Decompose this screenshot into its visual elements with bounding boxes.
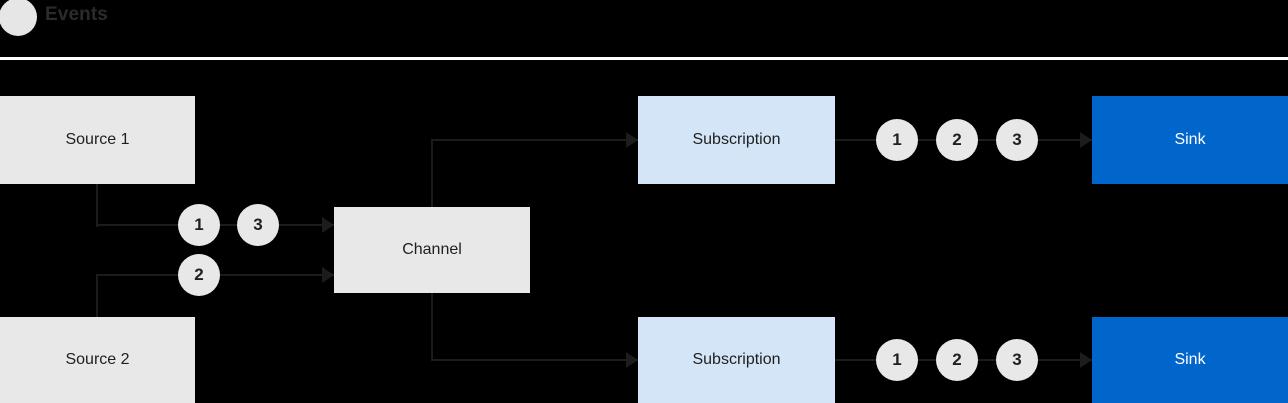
event-token-source1-3: 3 bbox=[237, 204, 279, 246]
node-source-2-label: Source 2 bbox=[65, 351, 130, 369]
event-token-label: 1 bbox=[892, 350, 902, 369]
edge-source1-channel-arrowhead bbox=[322, 217, 334, 233]
edge-channel-subscription2-arrowhead bbox=[626, 352, 638, 368]
node-sink-1[interactable]: Sink bbox=[1092, 96, 1288, 184]
event-token-label: 1 bbox=[194, 215, 204, 234]
edge-source2-channel-vertical bbox=[96, 274, 98, 319]
node-channel-label: Channel bbox=[402, 241, 462, 259]
edge-channel-subscription1-arrowhead bbox=[626, 132, 638, 148]
edge-source1-channel-vertical bbox=[96, 184, 98, 227]
page-title: Events bbox=[45, 4, 108, 25]
edge-subscription1-sink1-arrowhead bbox=[1080, 132, 1092, 148]
header-divider bbox=[0, 57, 1288, 60]
events-circle-icon bbox=[0, 0, 37, 36]
node-subscription-2[interactable]: Subscription bbox=[638, 317, 835, 403]
event-token-label: 3 bbox=[1012, 350, 1022, 369]
node-subscription-1[interactable]: Subscription bbox=[638, 96, 835, 184]
edge-channel-subscription1-horizontal bbox=[431, 139, 638, 141]
event-token-sink2-2: 2 bbox=[936, 339, 978, 381]
edge-channel-subscription1-vertical bbox=[431, 139, 433, 209]
node-sink-1-label: Sink bbox=[1174, 131, 1206, 149]
event-token-label: 3 bbox=[1012, 130, 1022, 149]
edge-source2-channel-arrowhead bbox=[322, 267, 334, 283]
node-source-1[interactable]: Source 1 bbox=[0, 96, 195, 184]
node-source-2[interactable]: Source 2 bbox=[0, 317, 195, 403]
event-token-source1-1: 1 bbox=[178, 204, 220, 246]
event-token-source2-2: 2 bbox=[178, 254, 220, 296]
node-subscription-2-label: Subscription bbox=[692, 351, 781, 369]
event-token-sink1-2: 2 bbox=[936, 119, 978, 161]
node-channel[interactable]: Channel bbox=[334, 207, 530, 293]
event-token-label: 2 bbox=[952, 350, 962, 369]
edge-subscription2-sink2-arrowhead bbox=[1080, 352, 1092, 368]
event-token-sink2-1: 1 bbox=[876, 339, 918, 381]
node-source-1-label: Source 1 bbox=[65, 131, 130, 149]
node-sink-2-label: Sink bbox=[1174, 351, 1206, 369]
event-token-label: 1 bbox=[892, 130, 902, 149]
event-token-sink1-1: 1 bbox=[876, 119, 918, 161]
event-token-label: 2 bbox=[952, 130, 962, 149]
edge-channel-subscription2-vertical bbox=[431, 291, 433, 361]
node-subscription-1-label: Subscription bbox=[692, 131, 781, 149]
node-sink-2[interactable]: Sink bbox=[1092, 317, 1288, 403]
event-token-label: 3 bbox=[253, 215, 263, 234]
event-token-sink2-3: 3 bbox=[996, 339, 1038, 381]
edge-channel-subscription2-horizontal bbox=[431, 359, 638, 361]
event-token-label: 2 bbox=[194, 265, 204, 284]
event-token-sink1-3: 3 bbox=[996, 119, 1038, 161]
